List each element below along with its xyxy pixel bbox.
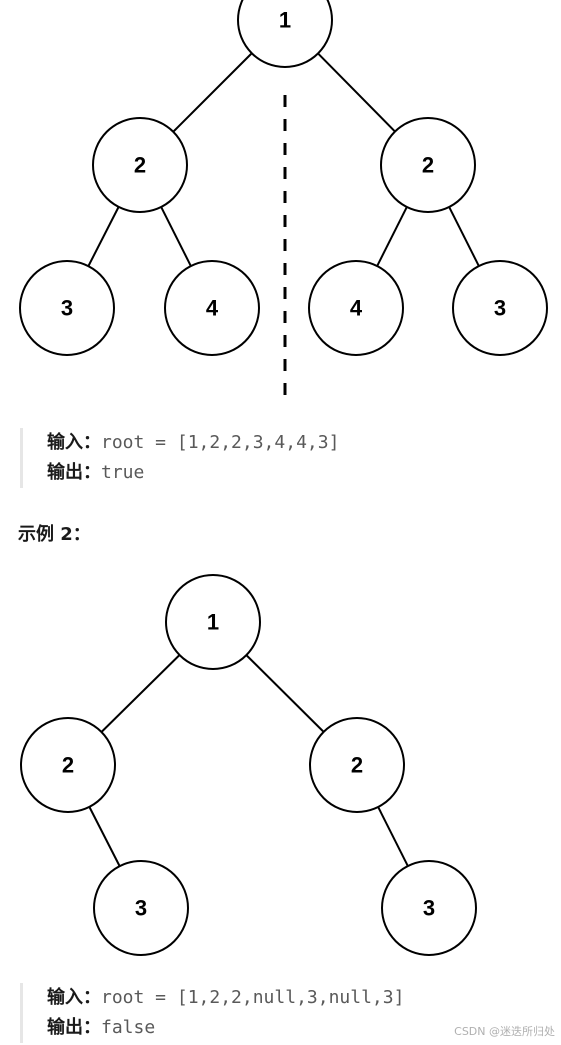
example1-tree-svg: 1 2 2 3 4 4 3 [19,0,548,405]
example1-node-n3l: 3 [19,260,115,356]
example2-tree-svg: 1 2 2 3 3 [20,574,477,956]
example1-node-label: 4 [206,296,219,321]
example1-output-label: 输出： [47,462,101,483]
example1-node-n2l: 2 [92,117,188,213]
example1-input-line: 输入：root = [1,2,2,3,4,4,3] [47,428,561,458]
example1-edge-n2l-n3l [87,206,120,267]
example1-edge-n2l-n4l [160,206,192,267]
example1-node-circle [452,260,548,356]
example1-node-circle [19,260,115,356]
example2-node-m1: 1 [165,574,261,670]
example1-input-value: root = [1,2,2,3,4,4,3] [101,432,340,453]
example1-node-circle [164,260,260,356]
example2-title: 示例 2： [18,524,91,545]
example2-node-circle [20,717,116,813]
example1-edge-n2r-n3r [448,206,480,267]
example1-node-label: 2 [134,153,146,178]
example2-output-line: 输出：false [47,1013,561,1043]
example2-edge-m1-m2l [100,654,181,733]
example2-node-circle [309,717,405,813]
example1-edge-n1-n2r [317,52,396,133]
example2-node-label: 1 [207,610,219,635]
example2-node-m3r: 3 [381,860,477,956]
example1-edge-n1-n2l [172,52,253,133]
example1-node-label: 3 [61,296,73,321]
example1-node-n4l: 4 [164,260,260,356]
example1-node-n1: 1 [237,0,333,68]
example1-output-value: true [101,462,145,483]
example2-tree-diagram: 1 2 2 3 3 [0,570,561,960]
example2-node-label: 3 [423,896,435,921]
example1-input-label: 输入： [47,432,101,453]
example1-node-n4r: 4 [308,260,404,356]
example1-edge-n2r-n4r [376,206,408,267]
example2-output-label: 输出： [47,1017,101,1038]
example1-node-n3r: 3 [452,260,548,356]
example1-node-label: 4 [350,296,363,321]
example2-node-label: 2 [62,753,74,778]
example1-io-block: 输入：root = [1,2,2,3,4,4,3] 输出：true [20,428,561,488]
example1-node-circle [308,260,404,356]
example1-node-n2r: 2 [380,117,476,213]
example1-node-circle [380,117,476,213]
example1-node-circle [92,117,188,213]
example1-tree-diagram: 1 2 2 3 4 4 3 [0,0,561,410]
example1-node-label: 3 [494,296,506,321]
example2-node-m2r: 2 [309,717,405,813]
watermark: CSDN @迷迭所归处 [454,1025,555,1038]
example2-input-label: 输入： [47,987,101,1008]
example2-edge-m1-m2r [245,654,325,733]
example2-output-value: false [101,1017,156,1038]
example1-node-circle [237,0,333,68]
example1-output-line: 输出：true [47,458,561,488]
example2-node-circle [93,860,189,956]
example2-io-block: 输入：root = [1,2,2,null,3,null,3] 输出：false [20,983,561,1043]
example2-input-value: root = [1,2,2,null,3,null,3] [101,987,405,1008]
example2-node-label: 3 [135,896,147,921]
example1-node-label: 1 [279,8,291,33]
example2-edge-m2l-m3l [88,806,121,867]
example2-node-circle [381,860,477,956]
example2-input-line: 输入：root = [1,2,2,null,3,null,3] [47,983,561,1013]
example2-node-circle [165,574,261,670]
example2-node-label: 2 [351,753,363,778]
example2-node-m2l: 2 [20,717,116,813]
example1-node-label: 2 [422,153,434,178]
example2-edge-m2r-m3r [377,806,409,867]
example2-node-m3l: 3 [93,860,189,956]
